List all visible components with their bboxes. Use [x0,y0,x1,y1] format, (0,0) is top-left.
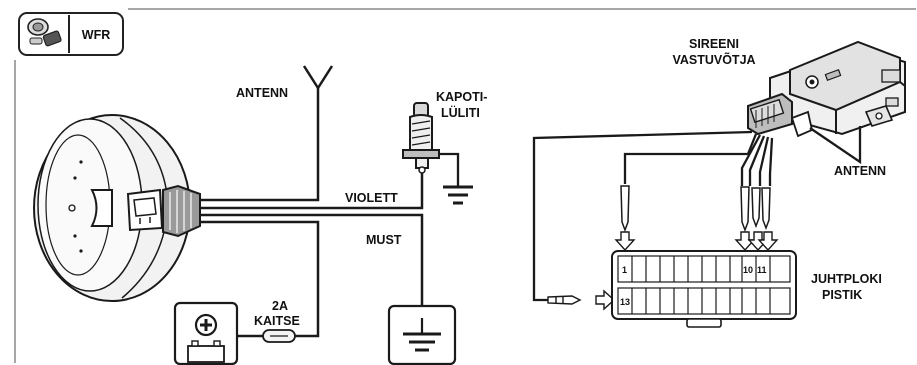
siren-module-icon [27,18,62,47]
pin-1-label: 1 [622,265,627,275]
control-unit-connector: 1 10 11 13 [611,250,797,328]
label-kapoti-2: LÜLITI [441,105,480,120]
siren-connector [162,184,201,238]
label-sireeni-1: SIREENI [689,37,739,51]
terminal-pin13 [547,295,582,305]
ground-box [387,304,457,365]
battery-box [173,301,239,365]
label-fuse-2: KAITSE [254,314,300,328]
frame [14,8,916,363]
label-juhtploki-1: JUHTPLOKI [811,272,882,286]
antenna-left [302,65,334,89]
ground-symbol-hood [443,185,473,205]
pin-10-label: 10 [743,265,753,275]
insertion-arrows [595,231,779,311]
siren-wires [200,87,424,338]
label-must: MUST [366,233,402,247]
siren-unit [33,114,191,302]
pin-11-label: 11 [757,265,767,275]
label-fuse-1: 2A [272,299,288,313]
receiver-wires [532,130,774,302]
label-antenn-right: ANTENN [834,164,886,178]
label-antenn-left: ANTENN [236,86,288,100]
fuse [238,329,296,343]
hood-switch [402,102,460,186]
siren-receiver [747,40,906,138]
label-kapoti-1: KAPOTI- [436,90,487,104]
pin-13-label: 13 [620,297,630,307]
connector-row-top [617,255,791,283]
connector-terminals [620,185,771,233]
connector-row-bottom [617,287,791,315]
label-juhtploki-2: PISTIK [822,288,862,302]
wfr-badge: WFR [18,12,124,56]
label-sireeni-2: VASTUVÕTJA [672,52,755,67]
receiver-antenna-lead [809,126,862,165]
label-violett: VIOLETT [345,191,398,205]
badge-text: WFR [82,28,110,42]
